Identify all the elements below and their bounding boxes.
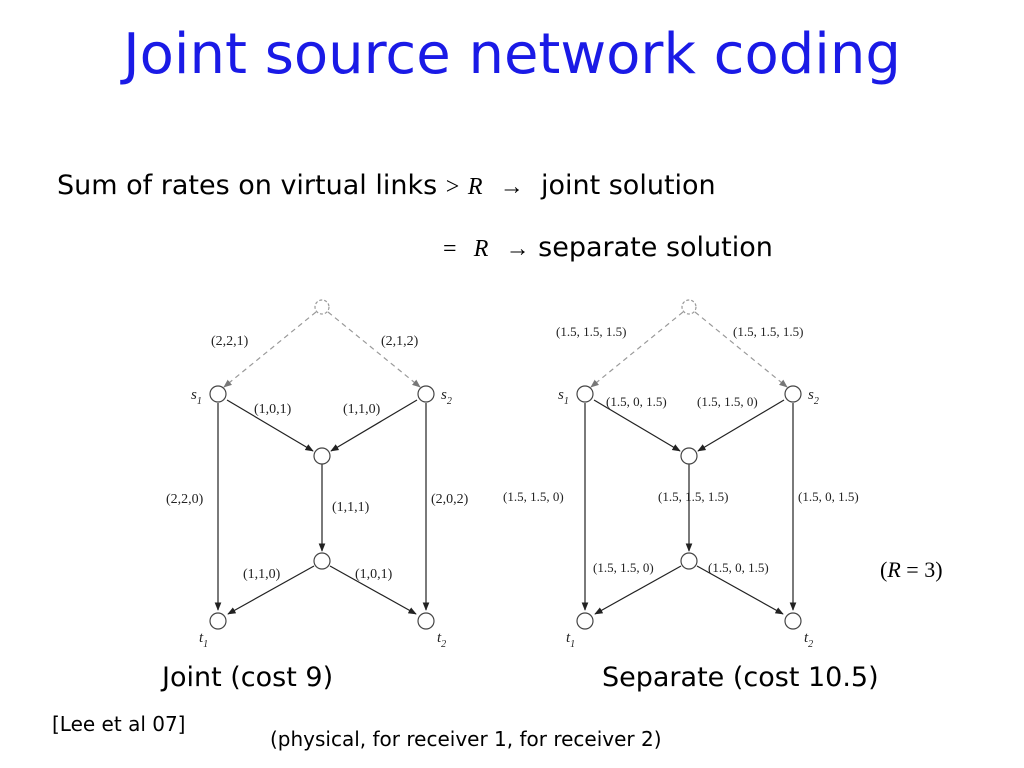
label-s2: s2 [441, 387, 452, 407]
rate-note-var: R [887, 557, 901, 582]
edge-src-s1 [590, 311, 684, 388]
edge-label-s1-mid: (1,0,1) [254, 402, 292, 417]
separate-solution-text: separate solution [538, 232, 773, 263]
node-t2 [784, 612, 802, 630]
reference-citation: [Lee et al 07] [52, 712, 186, 736]
rate-variable: R [467, 174, 483, 200]
joint-diagram: s1 s2 t1 t2 (2,2,1) (2,1,2) (1,0,1) (1,1… [166, 299, 469, 650]
label-s2: s2 [808, 387, 819, 407]
edge-label-src-s1: (2,2,1) [211, 334, 249, 349]
label-s1: s1 [558, 387, 569, 407]
node-virtual-source [314, 299, 330, 315]
edge-s2-mid [697, 399, 785, 452]
edge-label-src-s2: (2,1,2) [381, 334, 419, 349]
separate-diagram: s1 s2 t1 t2 (1.5, 1.5, 1.5) (1.5, 1.5, 1… [503, 299, 859, 650]
edge-label-s1-t1: (2,2,0) [166, 492, 204, 507]
greater-than-symbol: > [445, 174, 460, 200]
statement-joint: Sum of rates on virtual links > R → join… [57, 170, 716, 201]
label-s1: s1 [191, 387, 202, 407]
node-t2 [417, 612, 435, 630]
rate-note-open: ( [880, 557, 888, 582]
edge-label-mid-low: (1.5, 1.5, 1.5) [658, 489, 728, 504]
edge-low-t2 [329, 565, 417, 615]
edge-label-low-t2: (1.5, 0, 1.5) [708, 560, 769, 575]
edge-src-s2 [694, 311, 788, 388]
label-t2: t2 [437, 630, 446, 650]
caption-joint: Joint (cost 9) [162, 662, 334, 693]
arrow-icon: → [499, 174, 524, 200]
node-s1 [576, 385, 594, 403]
equals-symbol: = [443, 236, 457, 262]
caption-separate: Separate (cost 10.5) [602, 662, 879, 693]
edge-label-s2-mid: (1,1,0) [343, 402, 381, 417]
label-t1: t1 [199, 630, 208, 650]
rate-variable: R [473, 236, 489, 262]
label-t1: t1 [566, 630, 575, 650]
edge-s2-mid [330, 399, 418, 452]
node-virtual-source [681, 299, 697, 315]
edge-src-s2 [327, 311, 421, 388]
edge-label-mid-low: (1,1,1) [332, 500, 370, 515]
edge-low-t1 [227, 565, 315, 615]
edge-label-s2-t2: (1.5, 0, 1.5) [798, 489, 859, 504]
node-s2 [784, 385, 802, 403]
edge-label-low-t1: (1,1,0) [243, 567, 281, 582]
edge-label-s1-t1: (1.5, 1.5, 0) [503, 489, 564, 504]
edge-label-s2-mid: (1.5, 1.5, 0) [697, 394, 758, 409]
node-low [313, 552, 331, 570]
edge-src-s1 [223, 311, 317, 388]
edge-s1-mid [226, 399, 314, 452]
statement-separate: = R → separate solution [443, 232, 773, 263]
edge-label-s2-t2: (2,0,2) [431, 492, 469, 507]
edge-low-t1 [594, 565, 682, 615]
edge-label-low-t2: (1,0,1) [355, 567, 393, 582]
joint-solution-text: joint solution [540, 170, 716, 201]
node-mid [680, 447, 698, 465]
statement-text: Sum of rates on virtual links [57, 170, 438, 201]
edge-low-t2 [696, 565, 784, 615]
node-s1 [209, 385, 227, 403]
tuple-legend: (physical, for receiver 1, for receiver … [270, 727, 662, 751]
slide-title: Joint source network coding [123, 22, 901, 87]
arrow-icon: → [505, 236, 530, 262]
node-low [680, 552, 698, 570]
edge-label-src-s2: (1.5, 1.5, 1.5) [733, 324, 803, 339]
node-t1 [576, 612, 594, 630]
rate-note: (R = 3) [880, 557, 943, 583]
node-mid [313, 447, 331, 465]
edge-label-src-s1: (1.5, 1.5, 1.5) [556, 324, 626, 339]
node-s2 [417, 385, 435, 403]
label-t2: t2 [804, 630, 813, 650]
edge-label-low-t1: (1.5, 1.5, 0) [593, 560, 654, 575]
edge-s1-mid [593, 399, 681, 452]
rate-note-rest: = 3) [900, 557, 943, 582]
edge-label-s1-mid: (1.5, 0, 1.5) [606, 394, 667, 409]
node-t1 [209, 612, 227, 630]
